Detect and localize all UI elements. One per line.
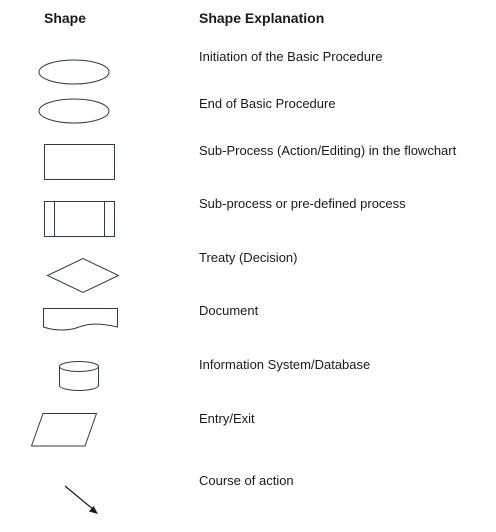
predefined-process-explanation: Sub-process or pre-defined process <box>199 196 406 211</box>
document-explanation: Document <box>199 303 259 318</box>
decision-diamond-explanation: Treaty (Decision) <box>199 250 298 265</box>
end-ellipse-shape <box>37 98 111 124</box>
start-ellipse-explanation: Initiation of the Basic Procedure <box>199 49 383 64</box>
database-cylinder-explanation: Information System/Database <box>199 357 371 372</box>
entry-exit-explanation: Entry/Exit <box>199 411 255 426</box>
course-of-action-explanation: Course of action <box>199 473 294 488</box>
database-cylinder-shape <box>59 361 101 392</box>
end-ellipse-explanation: End of Basic Procedure <box>199 96 336 111</box>
decision-diamond-shape <box>46 257 121 295</box>
start-ellipse-shape <box>37 59 111 85</box>
entry-exit-parallelogram-shape <box>30 413 98 447</box>
process-rectangle-explanation: Sub-Process (Action/Editing) in the flow… <box>199 143 457 158</box>
document-shape <box>43 308 119 332</box>
course-of-action-arrow-icon <box>64 485 104 519</box>
predefined-process-shape <box>44 201 117 238</box>
process-rectangle-shape <box>44 144 117 181</box>
explanation-column-header: Shape Explanation <box>199 10 325 26</box>
shape-column-header: Shape <box>44 10 87 26</box>
